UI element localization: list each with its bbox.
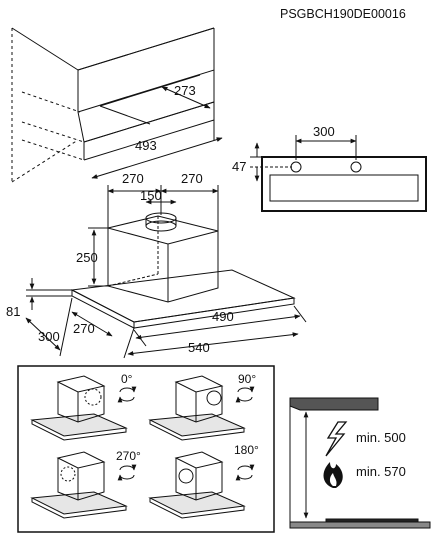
panel-height-label: 81 xyxy=(6,304,20,319)
rotation-0-option xyxy=(30,375,137,441)
rotation-0-label: 0° xyxy=(121,372,133,386)
clearance-drawing xyxy=(289,397,431,529)
electric-clearance-label: min. 500 xyxy=(356,430,406,445)
cabinet-width-label: 493 xyxy=(135,138,157,153)
hood-depth-inner-label: 270 xyxy=(73,321,95,336)
rotation-180-option xyxy=(148,451,255,519)
hood-depth-outer-label: 300 xyxy=(38,329,60,344)
mounting-panel-drawing xyxy=(250,135,427,212)
hole-spacing-label: 300 xyxy=(313,124,335,139)
gas-flame-icon xyxy=(323,462,343,488)
rotation-270-option xyxy=(30,451,137,519)
hood-dimension-lines xyxy=(25,185,307,359)
document-code: PSGBCH190DE00016 xyxy=(280,7,406,21)
electric-icon xyxy=(325,421,348,457)
hood-front-width-label: 490 xyxy=(212,309,234,324)
hole-offset-label: 47 xyxy=(232,159,246,174)
hood-width-right-label: 270 xyxy=(181,171,203,186)
cabinet-cutout-drawing xyxy=(11,27,215,183)
hood-total-width-label: 540 xyxy=(188,340,210,355)
rotation-90-label: 90° xyxy=(238,372,256,386)
rotation-90-option xyxy=(148,375,255,441)
rotation-options-frame xyxy=(17,365,275,533)
gas-clearance-label: min. 570 xyxy=(356,464,406,479)
rotation-180-label: 180° xyxy=(234,443,259,457)
hood-height-label: 250 xyxy=(76,250,98,265)
cabinet-dimension-lines xyxy=(91,86,223,179)
cabinet-depth-label: 273 xyxy=(174,83,196,98)
hood-drawing xyxy=(70,212,296,329)
rotation-270-label: 270° xyxy=(116,449,141,463)
hood-width-left-label: 270 xyxy=(122,171,144,186)
chimney-diameter-label: 150 xyxy=(140,188,162,203)
